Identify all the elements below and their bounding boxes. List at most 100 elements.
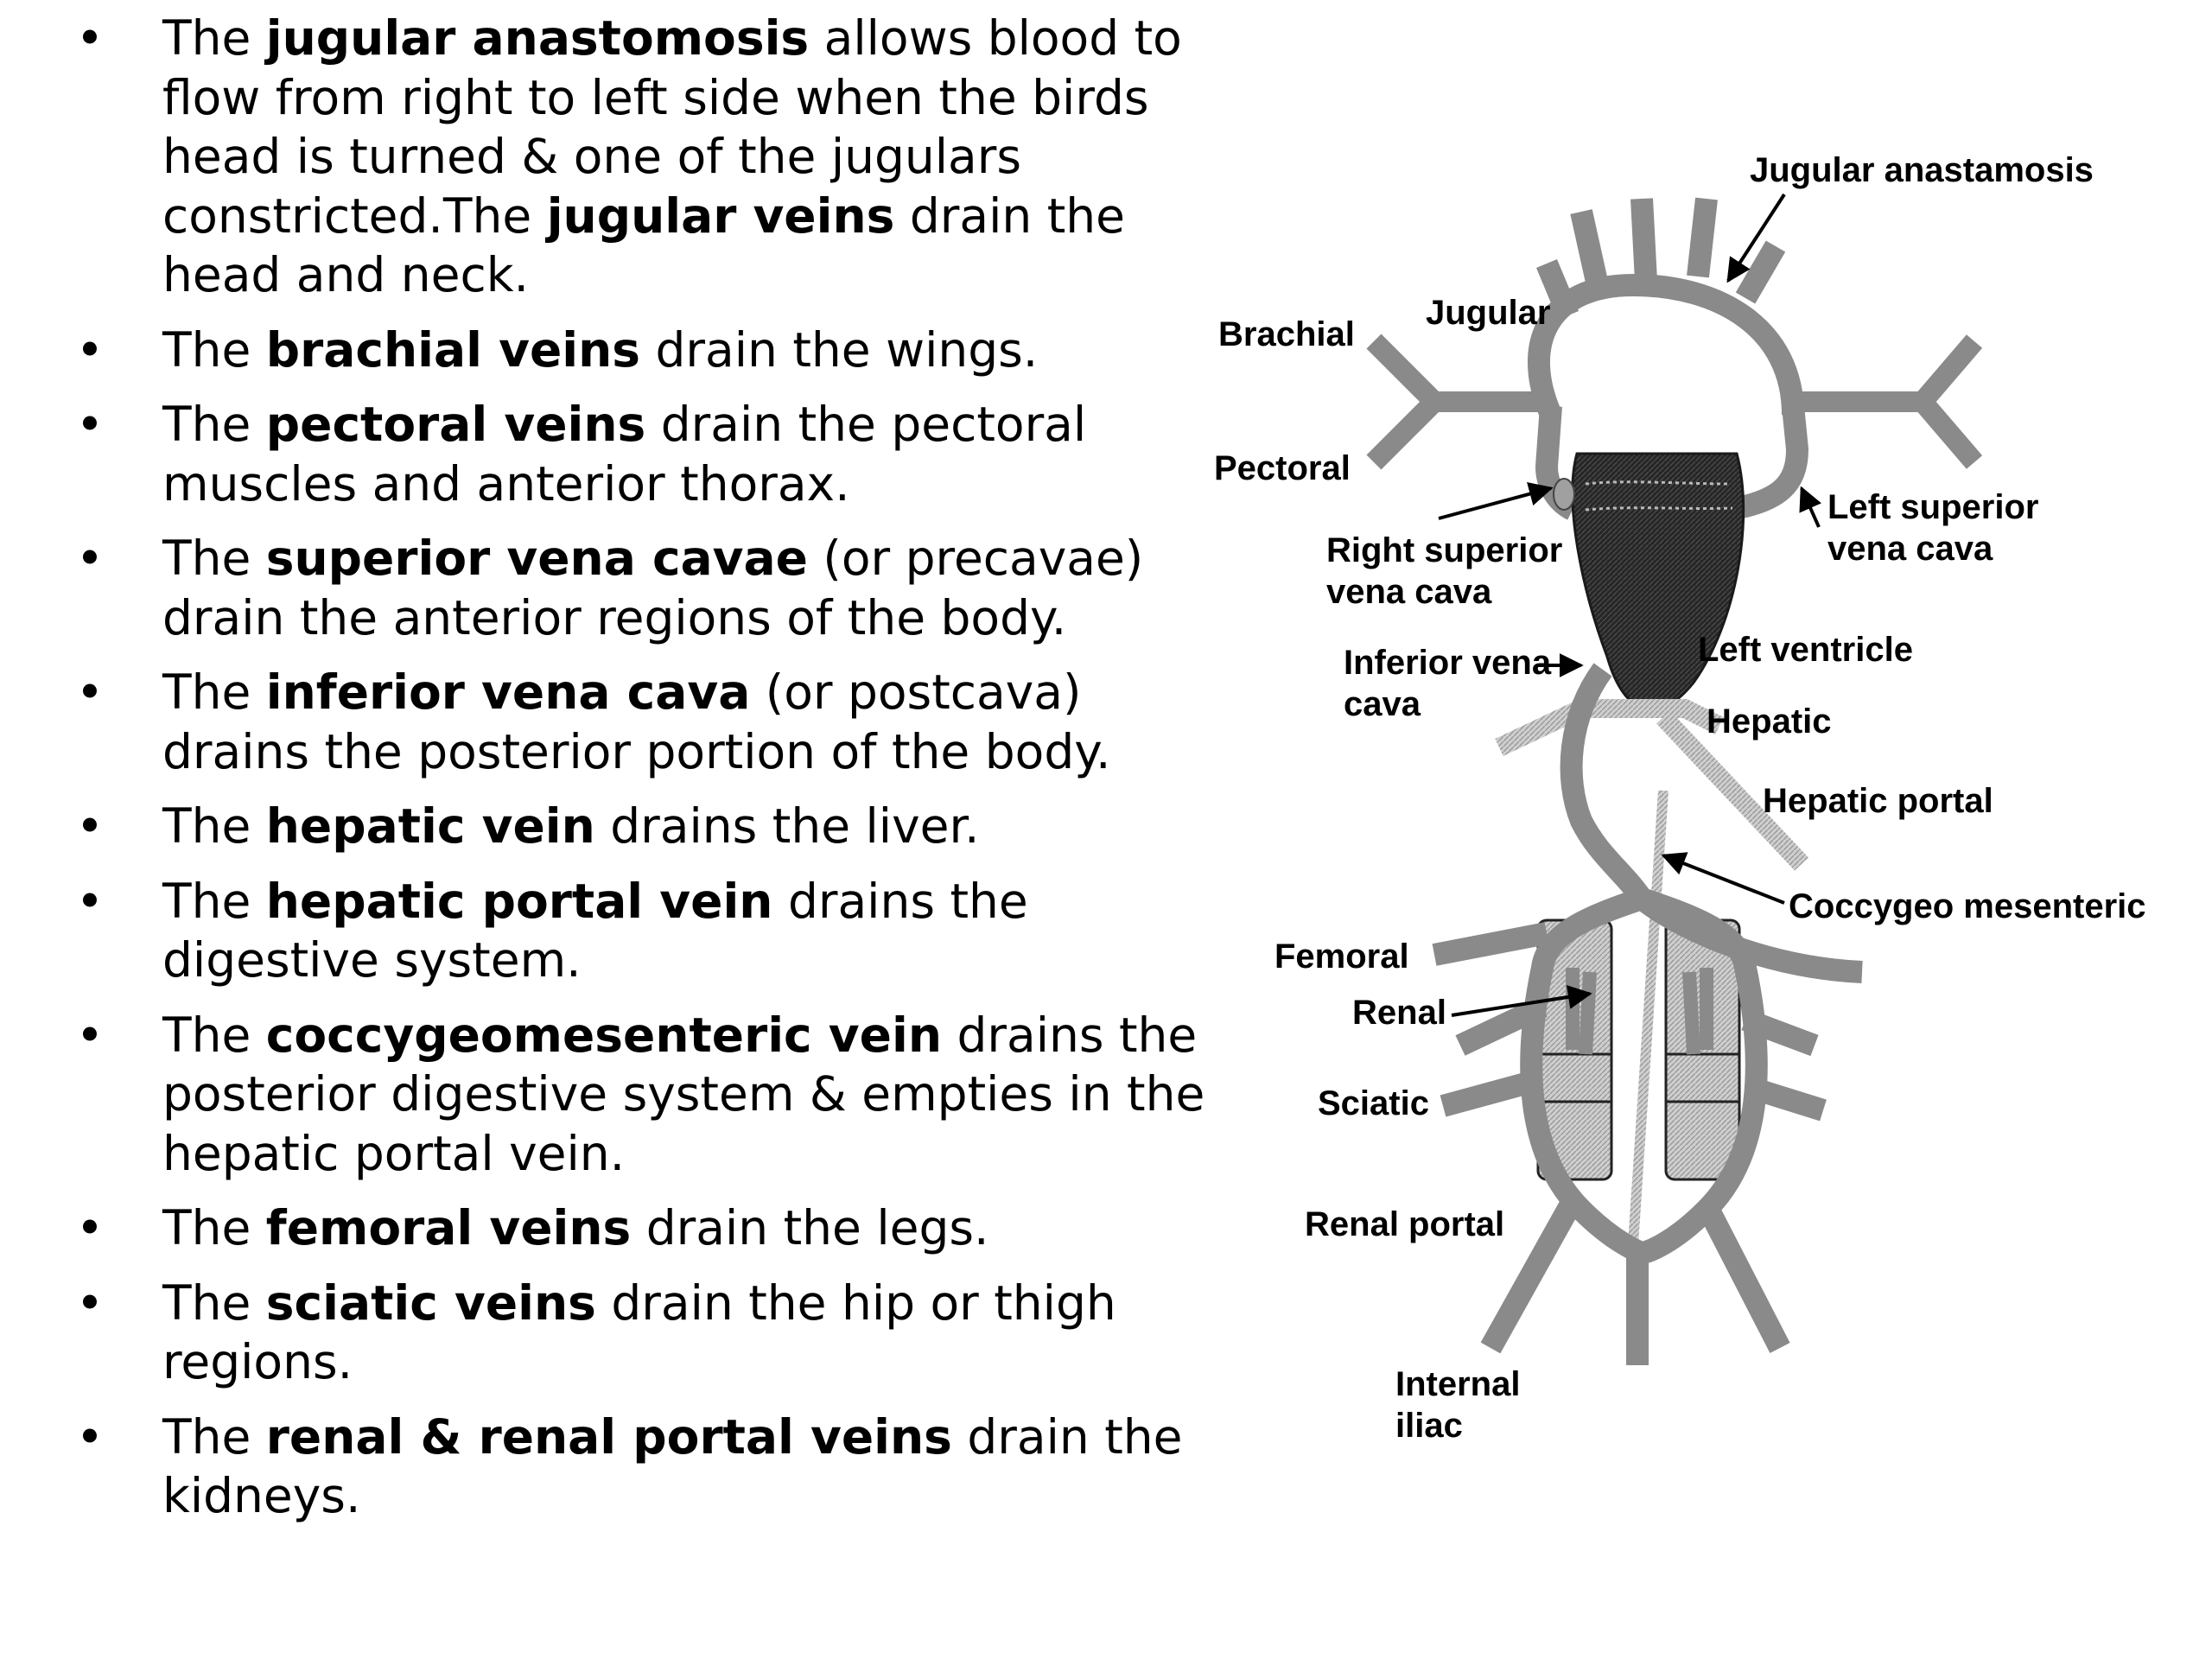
label-right-superior-2: vena cava: [1326, 573, 1492, 611]
label-right-superior-1: Right superior: [1326, 531, 1562, 569]
bullet-term: hepatic vein: [265, 798, 595, 854]
bullet-text: drain the legs.: [631, 1200, 989, 1255]
head-branch: [1630, 198, 1657, 282]
label-left-ventricle: Left ventricle: [1698, 631, 1913, 669]
label-coccygeo-mesenteric: Coccygeo mesenteric: [1789, 887, 2146, 925]
bullet-dot: •: [75, 397, 105, 452]
bullet-text: drain the hip or thigh regions.: [162, 1274, 1116, 1390]
bullet-item: • The jugular anastomosis allows blood to…: [73, 9, 1222, 305]
bullet-text: The: [162, 798, 266, 854]
inferior-vena-cava: [1560, 663, 1651, 906]
brachial-vein: [1366, 334, 1442, 410]
bullet-dot: •: [75, 531, 105, 586]
bullet-list: • The jugular anastomosis allows blood to…: [73, 9, 1222, 1541]
bullet-item: •The renal & renal portal veins drain th…: [73, 1408, 1222, 1526]
pectoral-vein: [1366, 394, 1442, 470]
bullet-text: drain the wings.: [640, 321, 1039, 378]
bullet-text: The: [162, 664, 266, 720]
bullet-term: renal & renal portal veins: [265, 1408, 952, 1465]
bullet-term: coccygeomesenteric vein: [265, 1007, 942, 1063]
bullet-text: drain the pectoral muscles and anterior …: [162, 397, 1087, 512]
bullet-term: sciatic veins: [265, 1274, 596, 1331]
bullet-item: • The coccygeomesenteric vein drains the …: [73, 1006, 1222, 1184]
bullet-item: • The brachial veins drain the wings.: [73, 321, 1222, 380]
bullet-term: jugular veins: [546, 188, 895, 244]
heart: [1553, 452, 1745, 711]
bullet-item: • The hepatic portal vein drains the dige…: [73, 872, 1222, 990]
head-branch: [1735, 240, 1786, 304]
bullet-text: (or precavae) drain the anterior regions…: [162, 531, 1144, 645]
bird-venous-system-diagram: Jugular anastamosis Jugular Brachial Pec…: [1214, 151, 2146, 1445]
renal-portal-branch: [1455, 996, 1548, 1056]
label-renal-portal: Renal portal: [1305, 1205, 1504, 1243]
bullet-text: The: [162, 1200, 266, 1255]
diagram-labels: Jugular anastamosis Jugular Brachial Pec…: [1214, 151, 2146, 1445]
bullet-dot: •: [75, 321, 105, 378]
bullet-dot: •: [75, 10, 105, 66]
femoral-vein: [1432, 922, 1549, 966]
bullet-text: The: [162, 1007, 266, 1063]
bullet-text: drains the digestive system.: [162, 873, 1028, 988]
label-hepatic-portal: Hepatic portal: [1763, 782, 1993, 820]
label-inferior-vena-2: cava: [1344, 685, 1421, 723]
head-branch: [1536, 259, 1579, 320]
jugular-veins: [1528, 197, 1809, 521]
bullet-text: The: [162, 873, 266, 929]
bullet-text: The: [162, 397, 266, 452]
bullet-text: drain the kidneys.: [162, 1408, 1183, 1524]
right-superior-vena-cava-opening: [1553, 478, 1575, 511]
bullet-text: drains the liver.: [594, 798, 980, 854]
bullet-text: The: [162, 1408, 266, 1465]
bullet-dot: •: [75, 1007, 105, 1063]
hepatic-veins: [1495, 699, 1809, 1245]
label-renal: Renal: [1352, 994, 1446, 1032]
bullet-item: • The superior vena cavae (or precavae) d…: [73, 529, 1222, 647]
bullet-term: femoral veins: [265, 1200, 632, 1255]
bullet-text: drain the head and neck.: [162, 188, 1125, 303]
bullet-term: pectoral veins: [265, 397, 646, 452]
head-branch: [1570, 209, 1610, 292]
label-hepatic: Hepatic: [1707, 702, 1832, 741]
label-femoral: Femoral: [1274, 938, 1409, 976]
bullet-dot: •: [75, 664, 105, 720]
label-left-superior-2: vena cava: [1827, 530, 1993, 568]
bullet-item: • The sciatic veins drain the hip or thig…: [73, 1274, 1222, 1392]
sciatic-vein: [1440, 1069, 1541, 1117]
bullet-term: hepatic portal vein: [265, 873, 773, 929]
bullet-text: The: [162, 1274, 266, 1331]
bullet-text: allows blood to flow from right to left …: [162, 10, 1182, 244]
bullet-term: inferior vena cava: [265, 664, 751, 720]
head-branch: [1687, 197, 1718, 278]
label-internal-iliac-2: iliac: [1395, 1407, 1463, 1445]
bullet-term: brachial veins: [265, 321, 641, 378]
jugular-anastomosis-loop: [1528, 273, 1804, 420]
bullet-item: • The inferior vena cava (or postcava) dr…: [73, 663, 1222, 781]
bullet-term: superior vena cavae: [265, 531, 808, 586]
internal-iliac-vein: [1480, 1195, 1583, 1354]
label-left-superior-1: Left superior: [1827, 488, 2038, 526]
label-sciatic: Sciatic: [1318, 1084, 1429, 1122]
label-jugular-anastamosis: Jugular anastamosis: [1750, 151, 2094, 189]
brachial-pectoral-left: [1797, 334, 1983, 469]
bullet-text: (or postcava) drains the posterior porti…: [162, 664, 1111, 779]
label-internal-iliac-1: Internal: [1395, 1365, 1520, 1403]
hepatic-portal-vein: [1656, 710, 1809, 871]
coccygeo-mesenteric-vein: [1628, 790, 1669, 1245]
bullet-term: jugular anastomosis: [265, 10, 810, 66]
bullet-item: • The pectoral veins drain the pectoral m…: [73, 395, 1222, 513]
label-inferior-vena-1: Inferior vena: [1344, 644, 1552, 682]
bullet-text: drains the posterior digestive system & …: [162, 1007, 1205, 1181]
bullet-dot: •: [75, 1200, 105, 1255]
renal-portal-system: [1432, 887, 1863, 1365]
label-pectoral: Pectoral: [1214, 449, 1351, 487]
brachial-pectoral-right: [1366, 334, 1547, 470]
bullet-item: • The femoral veins drain the legs.: [73, 1198, 1222, 1258]
bullet-dot: •: [75, 1274, 105, 1331]
bullet-text: The: [162, 10, 266, 66]
bullet-text: The: [162, 321, 266, 378]
femoral-vein-left: [1634, 889, 1863, 983]
bullet-dot: •: [75, 873, 105, 929]
bullet-text: The: [162, 531, 266, 586]
bullet-item: •The hepatic vein drains the liver.: [73, 797, 1222, 856]
